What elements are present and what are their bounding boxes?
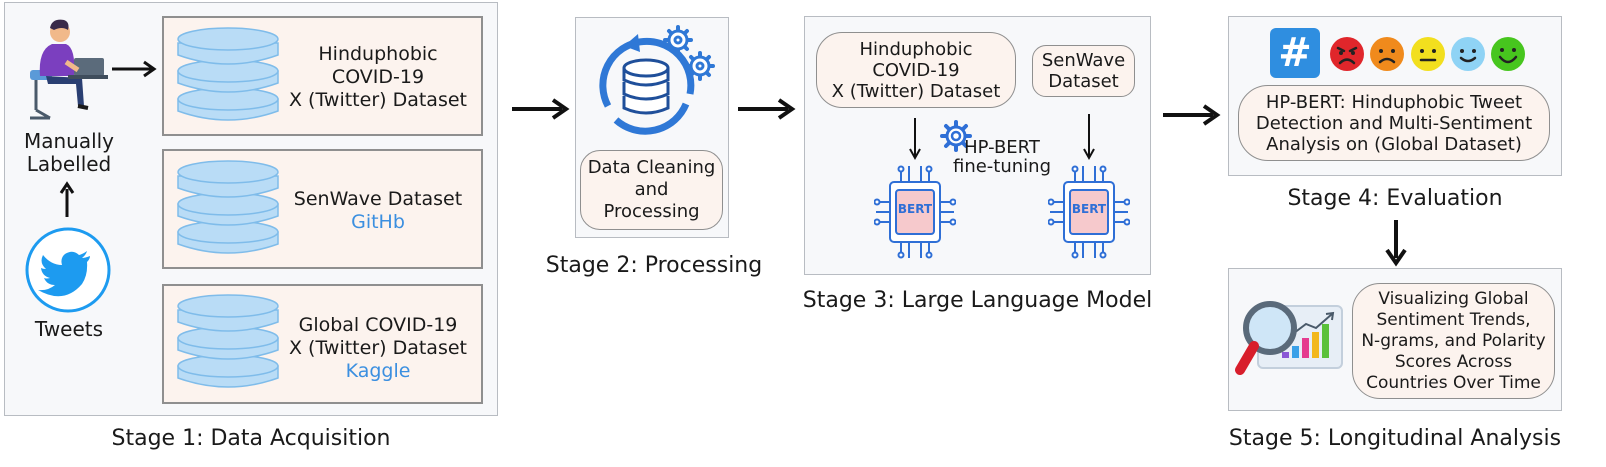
tweets-label: Tweets (34, 317, 104, 341)
manually-labelled-label: Manually Labelled (23, 129, 115, 176)
stage5-title: Stage 5: Longitudinal Analysis (1228, 426, 1562, 451)
arrow-stage3-to-stage4 (1163, 104, 1221, 126)
database-icon (177, 160, 279, 254)
dataset-name-senwave: SenWave Dataset (293, 188, 463, 210)
stage2-title: Stage 2: Processing (545, 253, 763, 278)
stage3-dataset-senwave: SenWave Dataset (1032, 45, 1135, 97)
magnifier-chart-icon (1235, 301, 1343, 375)
arrow-stage4-to-stage5 (1385, 220, 1407, 267)
dataset-name-global: Global COVID-19 X (Twitter) Dataset (288, 314, 467, 359)
smile-face-icon (1451, 37, 1485, 71)
bert-chip-right (1048, 165, 1130, 259)
stage1-title: Stage 1: Data Acquisition (111, 426, 391, 451)
down-arrow-right (1083, 114, 1095, 161)
angry-face-icon (1330, 37, 1364, 71)
database-icon (177, 27, 279, 121)
down-arrow-left (909, 118, 921, 161)
dataset-source-kaggle[interactable]: Kaggle (345, 360, 411, 382)
hp-bert-result-box: HP-BERT: Hinduphobic Tweet Detection and… (1238, 85, 1550, 161)
hashtag-icon: # (1270, 28, 1320, 78)
happy-face-icon (1491, 37, 1525, 71)
longitudinal-analysis-box: Visualizing Global Sentiment Trends, N-g… (1352, 283, 1555, 399)
stage3-dataset-hinduphobic: Hinduphobic COVID-19 X (Twitter) Dataset (816, 32, 1016, 108)
sad-face-icon (1370, 37, 1404, 71)
arrow-stage1-to-stage2 (512, 98, 570, 120)
gear-icon (940, 120, 972, 152)
up-arrow (59, 181, 75, 217)
data-processing-icon (599, 25, 715, 135)
person-laptop-icon (30, 19, 108, 120)
dataset-name-hinduphobic: Hinduphobic COVID-19 X (Twitter) Dataset (288, 43, 467, 111)
twitter-icon (25, 227, 111, 313)
bert-chip-right-label: BERT (1071, 202, 1107, 216)
dataset-source-github[interactable]: GitHb (351, 211, 405, 233)
neutral-face-icon (1411, 37, 1445, 71)
data-cleaning-box: Data Cleaning and Processing (580, 150, 723, 230)
database-icon (177, 294, 279, 388)
stage3-title: Stage 3: Large Language Model (802, 288, 1153, 313)
arrow-stage2-to-stage3 (738, 98, 796, 120)
bert-chip-left-label: BERT (897, 202, 933, 216)
finetune-label: HP-BERT fine-tuning (952, 137, 1052, 177)
stage4-title: Stage 4: Evaluation (1287, 186, 1503, 211)
arrow-to-datasets (112, 60, 157, 78)
bert-chip-left (874, 165, 956, 259)
